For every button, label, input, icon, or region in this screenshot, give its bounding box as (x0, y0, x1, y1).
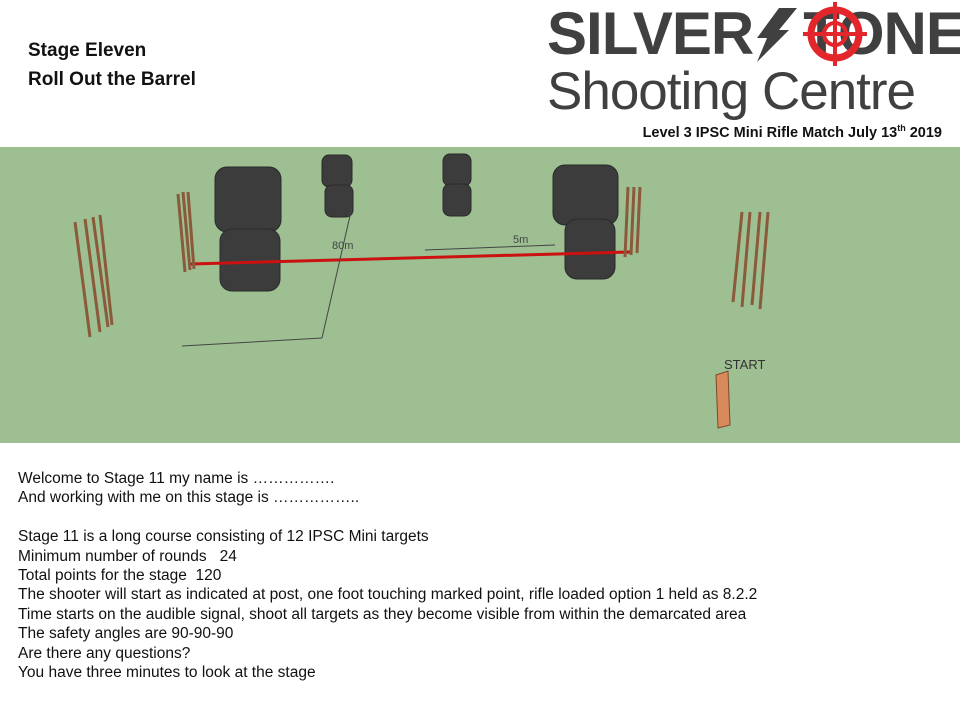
briefing-line: Total points for the stage 120 (18, 567, 222, 585)
stage-diagram: 80m 5m START (0, 147, 960, 443)
stage-title: Stage Eleven (28, 40, 147, 61)
crosshair-target-icon (803, 2, 867, 66)
stage-3d-render: 80m 5m START (73, 153, 770, 429)
stage-subtitle: Roll Out the Barrel (28, 69, 196, 90)
start-label: START (724, 357, 765, 372)
lightning-bolt-icon (757, 8, 798, 62)
briefing-line: Minimum number of rounds 24 (18, 547, 237, 565)
briefing-line: Time starts on the audible signal, shoot… (18, 605, 747, 623)
briefing-line: Are there any questions? (18, 644, 191, 662)
briefing-line: Welcome to Stage 11 my name is ……………. (18, 470, 335, 487)
briefing-line: The safety angles are 90-90-90 (18, 625, 234, 643)
barrels (214, 153, 619, 292)
briefing-line: And working with me on this stage is ………… (18, 489, 360, 507)
target-stands (73, 186, 770, 338)
stage-briefing: Welcome to Stage 11 my name is ……………. An… (18, 469, 757, 682)
briefing-line (18, 508, 757, 527)
distance-label-80m: 80m (332, 240, 353, 252)
logo-line2: Shooting Centre (547, 62, 916, 121)
stage-heading: Stage Eleven Roll Out the Barrel (28, 36, 196, 94)
distance-label-5m: 5m (513, 234, 528, 246)
match-info: Level 3 IPSC Mini Rifle Match July 13th … (642, 123, 942, 141)
fault-line (189, 250, 631, 266)
start-post (715, 370, 731, 429)
briefing-line: Stage 11 is a long course consisting of … (18, 528, 429, 546)
briefing-line: The shooter will start as indicated at p… (18, 586, 758, 604)
briefing-line: You have three minutes to look at the st… (18, 664, 316, 682)
dimension-lines (181, 206, 556, 347)
